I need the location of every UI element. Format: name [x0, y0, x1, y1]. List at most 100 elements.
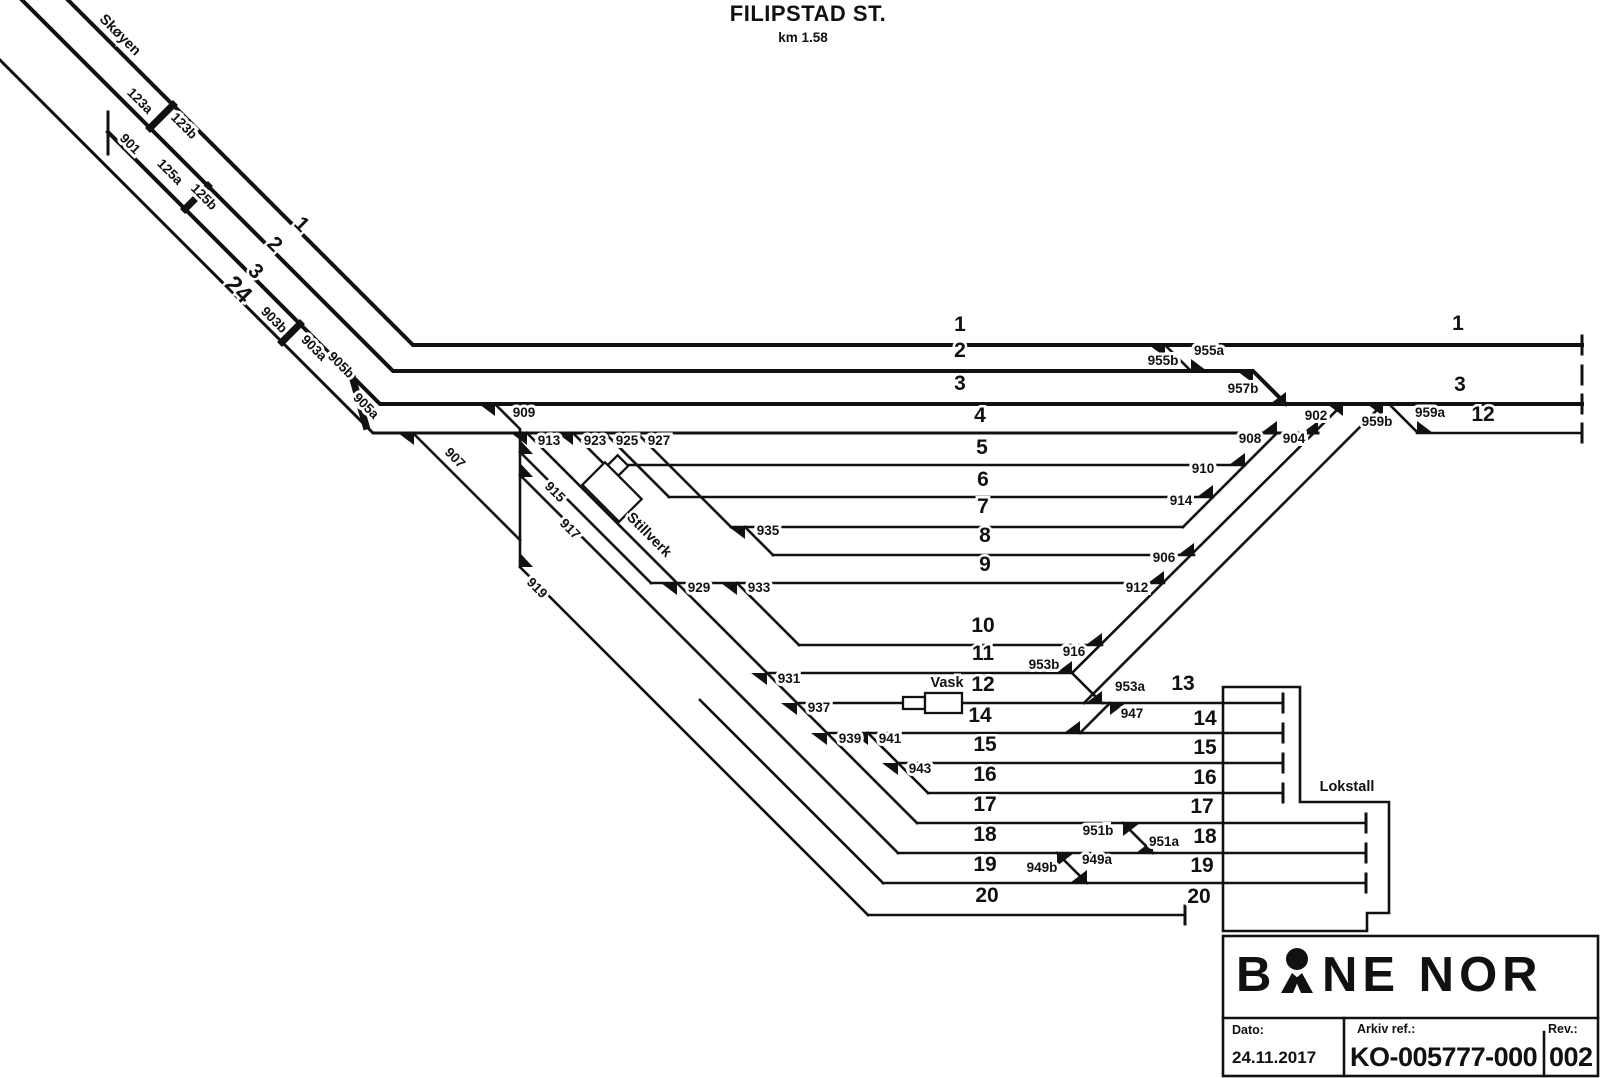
switch-label-929: 929: [688, 580, 711, 595]
switch-label-933: 933: [748, 580, 771, 595]
logo-a-symbol: [1281, 948, 1313, 993]
vask-label: Vask: [930, 675, 964, 691]
track-number-label-17: 17: [973, 793, 996, 816]
switch-label-955b: 955b: [1148, 353, 1179, 368]
km-label: km 1.58: [778, 30, 828, 45]
switch-label-959b: 959b: [1362, 414, 1393, 429]
track-number-label-11: 11: [972, 642, 995, 665]
switch-label-917: 917: [557, 516, 584, 543]
rev-value: 002: [1549, 1042, 1593, 1072]
switch-label-953b: 953b: [1029, 657, 1060, 672]
ladder-915: [518, 450, 653, 585]
track-number-label-20: 20: [1187, 885, 1210, 908]
logo-text-b: B: [1236, 948, 1276, 1002]
switch-909-branch: [493, 402, 522, 569]
switch-label-941: 941: [879, 731, 902, 746]
crossover-903: [277, 319, 305, 347]
branch-959a: [1387, 402, 1419, 434]
crossover-905: [347, 371, 371, 431]
track-number-label-1: 1: [954, 313, 966, 336]
switch-label-935: 935: [757, 523, 780, 538]
track-number-label-9: 9: [979, 553, 991, 576]
track-number-label-3: 3: [954, 372, 966, 395]
track-number-label-1: 1: [1452, 312, 1464, 335]
track-number-label-14: 14: [968, 704, 992, 727]
vask-icon: [901, 691, 964, 715]
branch-927: [635, 431, 733, 529]
switch-label-947: 947: [1121, 706, 1144, 721]
switch-label-916: 916: [1063, 644, 1086, 659]
track-number-label-16: 16: [973, 763, 996, 786]
crossover-123: [145, 100, 178, 133]
track-number-label-16: 16: [1193, 766, 1216, 789]
page-title: FILIPSTAD ST.: [730, 1, 886, 26]
track-number-label-13: 13: [1171, 672, 1194, 695]
track-number-label-19: 19: [973, 853, 996, 876]
track-number-label-8: 8: [979, 524, 991, 547]
track-number-label-6: 6: [977, 468, 989, 491]
switch-label-949a: 949a: [1082, 852, 1113, 867]
branch-923: [571, 431, 607, 467]
track-number-label-19: 19: [1190, 854, 1213, 877]
crossover-947: [1078, 701, 1112, 735]
switch-wedges: [398, 345, 1433, 883]
switch-label-908: 908: [1239, 431, 1262, 446]
switch-label-910: 910: [1192, 461, 1215, 476]
switch-label-931: 931: [778, 671, 801, 686]
rev-label: Rev.:: [1548, 1022, 1578, 1036]
switch-label-906: 906: [1153, 550, 1176, 565]
track-number-label-17: 17: [1190, 795, 1213, 818]
switch-label-912: 912: [1126, 580, 1149, 595]
switch-label-955a: 955a: [1194, 343, 1225, 358]
switch-label-923: 923: [584, 433, 607, 448]
track-number-label-18: 18: [1193, 825, 1217, 848]
switch-label-914: 914: [1170, 493, 1193, 508]
switch-label-123a: 123a: [124, 85, 156, 117]
switch-label-959a: 959a: [1415, 405, 1446, 420]
ladder-959b: [1082, 402, 1385, 705]
switch-label-937: 937: [808, 700, 831, 715]
track-number-label-3: 3: [1454, 373, 1466, 396]
switch-label-919: 919: [524, 575, 551, 602]
arkiv-ref-label: Arkiv ref.:: [1357, 1022, 1415, 1036]
branch-933: [735, 581, 801, 647]
lokstall-building-outline: [1221, 685, 1391, 933]
branch-935: [743, 525, 775, 557]
stillverk-building-icon: [580, 453, 644, 524]
switch-label-951a: 951a: [1149, 834, 1180, 849]
switch-label-953a: 953a: [1115, 679, 1146, 694]
logo-text-ne-nor: NE NOR: [1322, 948, 1543, 1002]
track-24-and-4-line: [0, 57, 1320, 435]
track-number-label-15: 15: [973, 733, 997, 756]
track-number-label-10: 10: [971, 614, 994, 637]
feeder-track-19: [698, 698, 885, 885]
track-number-label-7: 7: [977, 495, 989, 518]
title-block: B NE NOR Dato: 24.11.2017 Arkiv ref.: KO…: [1221, 934, 1600, 1078]
arkiv-ref-value: KO-005777-000: [1350, 1042, 1537, 1072]
crossover-125: [180, 181, 213, 214]
switch-label-913: 913: [538, 433, 561, 448]
switch-label-927: 927: [648, 433, 671, 448]
switch-label-949b: 949b: [1027, 860, 1058, 875]
ladder-917: [518, 473, 900, 855]
switch-label-943: 943: [909, 761, 932, 776]
lokstall-label: Lokstall: [1320, 779, 1375, 795]
cascade-908: [1181, 431, 1279, 529]
switch-label-904: 904: [1283, 431, 1306, 446]
track-number-label-5: 5: [976, 436, 988, 459]
switch-label-925: 925: [616, 433, 639, 448]
track-number-label-2: 2: [954, 339, 966, 362]
track-number-label-12: 12: [1471, 403, 1494, 426]
track-number-label-15: 15: [1193, 736, 1217, 759]
dato-label: Dato:: [1232, 1023, 1264, 1037]
branch-925: [603, 431, 671, 499]
switch-label-951b: 951b: [1083, 823, 1114, 838]
dato-value: 24.11.2017: [1232, 1048, 1316, 1067]
switch-label-901: 901: [117, 131, 144, 158]
ladder-913: [525, 431, 919, 825]
track-number-label-20: 20: [975, 884, 998, 907]
switch-label-123b: 123b: [168, 110, 200, 142]
switch-907-branch: [411, 431, 522, 542]
track-3-line: [105, 129, 1584, 406]
